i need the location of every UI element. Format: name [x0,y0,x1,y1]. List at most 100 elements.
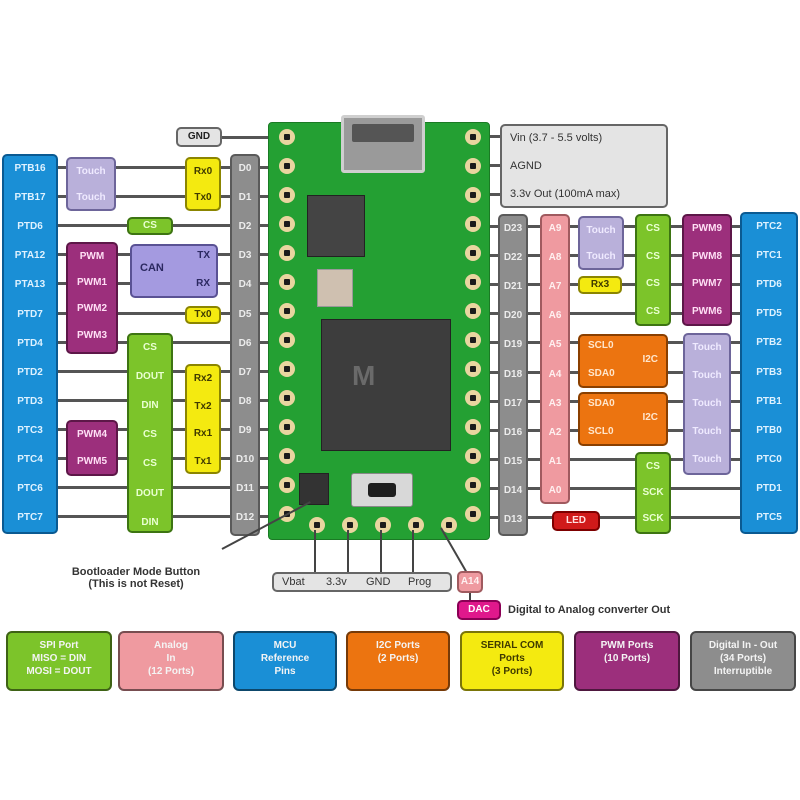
pin-pad [279,187,295,203]
legend-text: (34 Ports) [719,653,767,664]
serial-label: Rx2 [193,373,213,384]
left-touch-group: Touch Touch [66,157,116,211]
legend-text: Analog [154,640,188,651]
touch-label: Touch [692,426,722,437]
touch-label: Touch [76,166,106,177]
mcu-port-label: PTC7 [17,512,43,524]
gnd-label-box: GND [176,127,222,147]
pin-pad [465,245,481,261]
serial-rx0: Rx0 [193,166,213,177]
legend-text: SPI Port [39,640,79,651]
legend-item: Digital In - Out (34 Ports) Interruptible [690,631,796,691]
serial-rx3-label: Rx3 [590,279,610,290]
pin-pad [279,303,295,319]
pwm-label: PWM2 [77,303,107,314]
digital-pin-label: D12 [235,512,255,524]
pin-pad [465,477,481,493]
connection-wire [470,486,742,490]
pin-vbat: Vbat [282,576,305,588]
connection-wire [58,166,286,169]
pin-pad [279,477,295,493]
pin-pad [465,390,481,406]
spi-label: DOUT [135,487,165,499]
legend-text: Interruptible [713,666,773,677]
pin-pad [465,419,481,435]
legend-text: (3 Ports) [491,666,533,677]
digital-pin-label: D19 [503,339,523,351]
legend-text: Ports [499,653,525,664]
digital-pin-label: D21 [503,281,523,293]
analog-pin-label: A8 [548,252,562,264]
teensy-board: M [268,115,490,540]
analog-pin-label: A6 [548,310,562,322]
led-label: LED [566,515,586,526]
pin-pad [375,517,391,533]
legend-text: In [166,653,176,664]
digital-pin-label: D18 [503,368,523,380]
pin-3v3: 3.3v [326,576,347,588]
spi-label: SCK [642,513,664,524]
spi-label: CS [143,429,157,441]
connection-wire [58,195,286,199]
spi-label: SCK [642,487,664,498]
mcu-port-label: PTD1 [756,482,782,494]
digital-pin-label: D8 [238,395,252,407]
mcu-port-label: PTB1 [756,395,782,407]
mcu-port-label: PTD6 [17,221,43,233]
mcu-port-label: PTA12 [14,250,46,262]
pin-pad [279,216,295,232]
serial-label: Tx1 [194,455,212,467]
pin-pad [279,390,295,406]
pin-pad [465,187,481,203]
i2c-sda: SDA0 [588,398,615,409]
digital-pin-label: D1 [238,192,252,204]
spi-label: DIN [141,400,159,412]
i2c-title: I2C [642,412,658,423]
mcu-port-label: PTA13 [14,279,46,291]
pwm-label: PWM9 [692,223,722,234]
digital-pin-label: D20 [503,310,523,322]
digital-pin-label: D17 [503,397,523,409]
digital-pin-label: D16 [503,426,523,438]
mcu-port-label: PTC1 [756,250,782,262]
analog-pin-label: A1 [548,455,562,467]
out33-label: 3.3v Out (100mA max) [510,188,621,200]
program-button[interactable] [351,473,413,507]
analog-pin-label: A0 [548,484,562,496]
analog-pin-label: A3 [548,397,562,409]
legend-text: Digital In - Out [708,640,778,651]
legend-text: (10 Ports) [603,653,651,664]
legend-text: PWM Ports [600,640,654,651]
a14-label: A14 [460,576,480,587]
i2c-sda: SDA0 [588,368,615,379]
right-touch-group-top: Touch Touch [578,216,624,270]
digital-pin-label: D9 [238,424,252,436]
cs-badge: CS [127,217,173,235]
cs-label: CS [143,220,157,231]
pin-pad [279,419,295,435]
left-pwm-group-top: PWM PWM1 PWM2 PWM3 [66,242,118,354]
pin-pad [465,158,481,174]
cs-label: CS [646,250,660,262]
digital-pin-label: D22 [503,252,523,264]
gnd-wire [222,136,282,139]
analog-pin-label: A2 [548,426,562,438]
can-tx: TX [197,250,210,261]
mcu-port-label: PTD5 [756,308,782,320]
dac-note: Digital to Analog converter Out [508,604,671,616]
pin-pad [279,158,295,174]
digital-pin-label: D3 [238,250,252,262]
pin-pad [342,517,358,533]
pwm-label: PWM6 [692,305,722,317]
pin-pad [408,517,424,533]
digital-pin-label: D13 [503,514,523,525]
analog-pin-label: A4 [548,368,562,380]
digital-pin-label: D5 [238,308,252,320]
mcu-port-label: PTB2 [756,337,782,349]
mcu-port-label: PTD6 [756,279,782,291]
digital-pin-label: D4 [238,279,252,291]
i2c-group-b: SDA0 SCL0 I2C [578,392,668,446]
mcu-port-label: PTB17 [14,192,46,204]
